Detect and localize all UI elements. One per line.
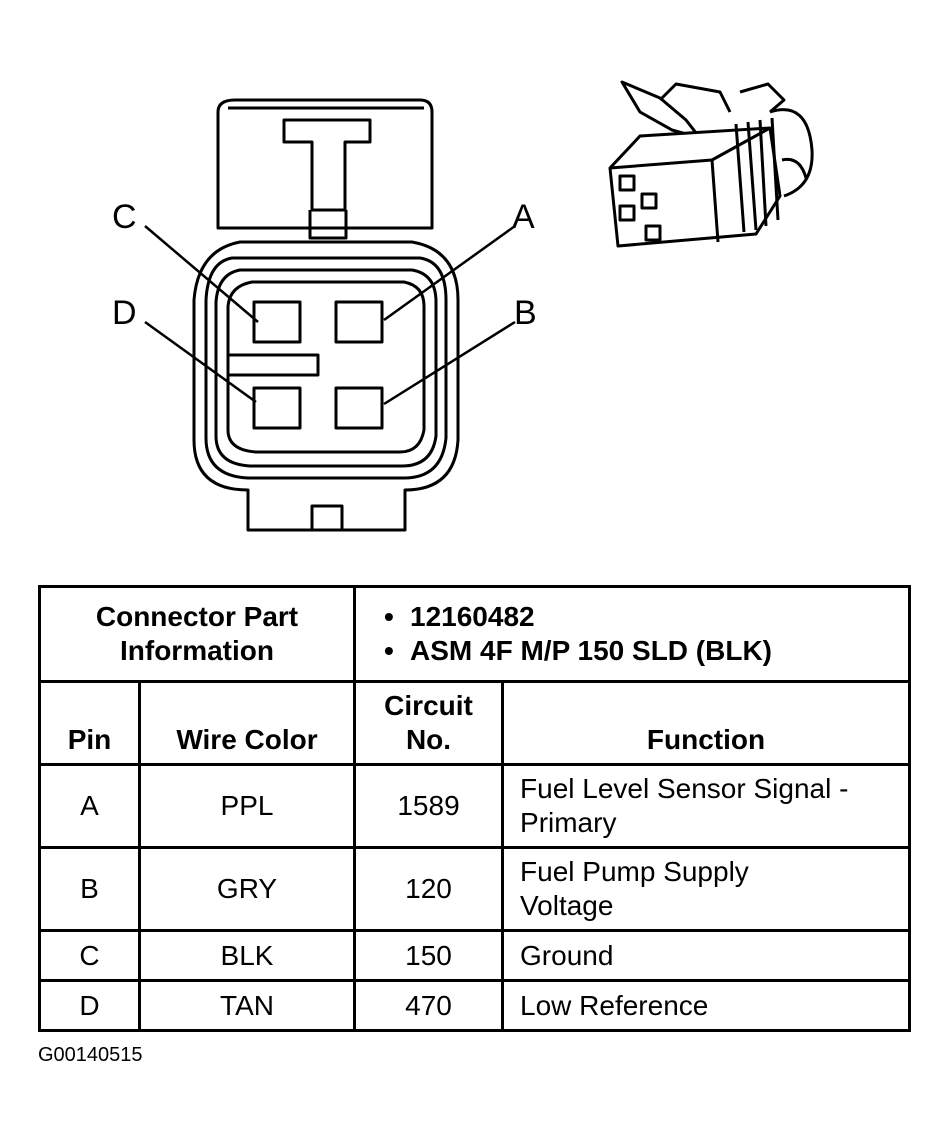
connector-latch <box>216 98 434 240</box>
pin-label-c: C <box>112 198 137 236</box>
pinout-table: Connector Part Information 12160482 ASM … <box>37 585 912 1032</box>
table-row: D TAN 470 Low Reference <box>38 979 912 1032</box>
circuit-cell: 1589 <box>353 763 505 849</box>
part-number-item: 12160482 <box>384 600 908 634</box>
function-line: Primary <box>520 807 617 838</box>
pin-label-a: A <box>512 198 535 236</box>
pin-cell: B <box>38 846 141 932</box>
part-info-header: Connector Part Information <box>37 585 357 683</box>
leader-line-c <box>144 225 259 323</box>
function-cell: Fuel Level Sensor Signal - Primary <box>501 763 912 849</box>
pin-label-d: D <box>112 294 137 332</box>
pin-cavity-d <box>252 386 302 430</box>
wire-color-cell: TAN <box>137 979 357 1032</box>
function-line: Fuel Level Sensor Signal - <box>520 773 849 804</box>
table-row: A PPL 1589 Fuel Level Sensor Signal - Pr… <box>38 763 912 849</box>
pin-cell: D <box>38 979 141 1032</box>
column-header-circuit: Circuit No. <box>353 680 505 766</box>
pin-cell: A <box>38 763 141 849</box>
function-cell: Low Reference <box>501 979 912 1032</box>
table-row: B GRY 120 Fuel Pump Supply Voltage <box>38 846 912 932</box>
column-header-row: Pin Wire Color Circuit No. Function <box>38 680 912 766</box>
function-cell: Ground <box>501 929 912 982</box>
connector-perspective-illustration <box>608 80 814 248</box>
pin-cavity-c <box>252 300 302 344</box>
wire-color-cell: PPL <box>137 763 357 849</box>
circuit-cell: 470 <box>353 979 505 1032</box>
function-line: Fuel Pump Supply <box>520 856 749 887</box>
column-header-wire-color: Wire Color <box>137 680 357 766</box>
wire-color-cell: BLK <box>137 929 357 982</box>
column-header-function: Function <box>501 680 912 766</box>
connector-key <box>228 353 320 377</box>
part-info-row: Connector Part Information 12160482 ASM … <box>37 585 912 683</box>
leader-line-d <box>144 320 257 404</box>
wire-color-cell: GRY <box>137 846 357 932</box>
connector-diagram <box>144 80 814 532</box>
leader-line-b <box>383 320 516 406</box>
figure-id: G00140515 <box>38 1044 143 1066</box>
circuit-header-line1: Circuit <box>384 690 473 721</box>
pin-cavity-a <box>334 300 384 344</box>
pin-cavity-b <box>334 386 384 430</box>
part-numbers-cell: 12160482 ASM 4F M/P 150 SLD (BLK) <box>353 585 912 683</box>
leader-line-a <box>383 224 516 322</box>
circuit-cell: 150 <box>353 929 505 982</box>
column-header-pin: Pin <box>38 680 141 766</box>
function-cell: Fuel Pump Supply Voltage <box>501 846 912 932</box>
function-line: Voltage <box>520 890 614 921</box>
part-number-item: ASM 4F M/P 150 SLD (BLK) <box>384 634 908 668</box>
pin-cell: C <box>38 929 141 982</box>
circuit-header-line2: No. <box>405 724 452 755</box>
circuit-cell: 120 <box>353 846 505 932</box>
pin-label-b: B <box>514 294 537 332</box>
table-row: C BLK 150 Ground <box>38 929 912 982</box>
